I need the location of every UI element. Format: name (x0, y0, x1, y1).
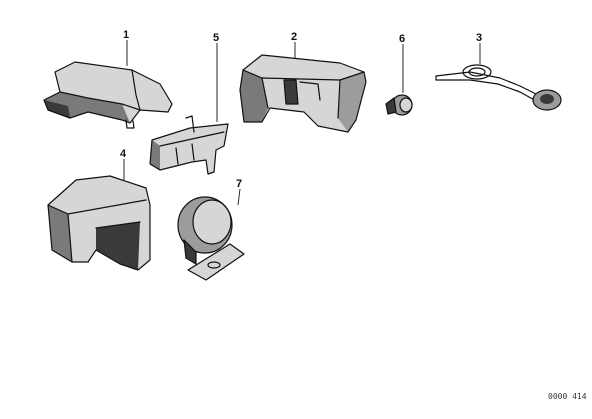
callout-6: 6 (399, 33, 405, 45)
callout-1: 1 (123, 29, 129, 41)
callout-7: 7 (236, 178, 242, 190)
part-6-grommet (385, 94, 413, 116)
part-5-clip (149, 115, 229, 175)
callout-2: 2 (291, 31, 297, 43)
part-1-cover (43, 61, 173, 129)
part-4-cover (47, 175, 151, 271)
callout-4: 4 (120, 148, 127, 160)
reference-code: 0000 414 (548, 392, 587, 401)
leader-7 (237, 188, 241, 206)
callout-3: 3 (476, 32, 482, 44)
part-3-cable-tie (435, 64, 562, 111)
part-7-bracket (177, 196, 245, 281)
part-2-cover (239, 54, 367, 133)
callout-5: 5 (213, 32, 219, 44)
